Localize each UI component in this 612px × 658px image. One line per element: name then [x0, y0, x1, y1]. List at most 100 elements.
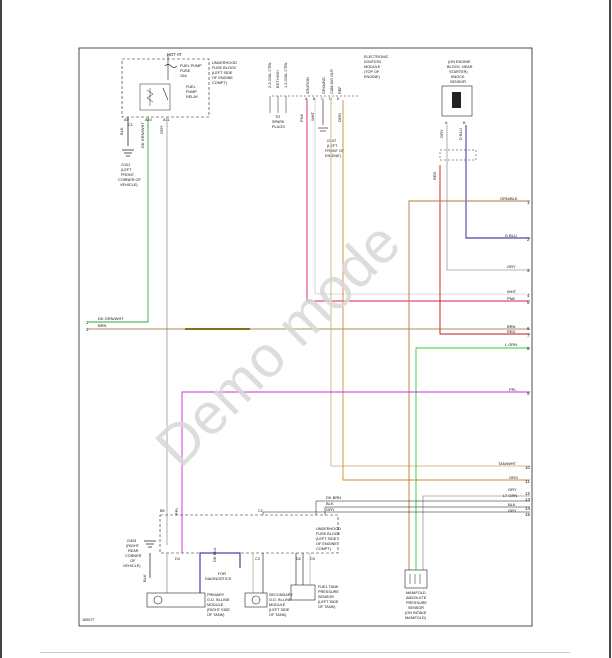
viewer-left-border [0, 0, 2, 658]
wire-tan-wht [330, 100, 530, 467]
fuel-tank-line-4: (LEFT SIDE [318, 600, 339, 604]
right-wire-pin-12: 12 [525, 491, 530, 496]
right-wire-label-15: GRY [508, 508, 517, 513]
primary-module-box [146, 592, 206, 608]
fuse-block-line-4: OF ENGINE [212, 76, 233, 80]
wire-tag-pnk: PNK [299, 113, 304, 122]
fuel-pump-fuse-line-3: 10A [180, 74, 187, 78]
ignition-module-line-2: IGNITION [364, 60, 381, 64]
map-line-2: ABSOLUTE [406, 596, 427, 600]
ignition-output-1: 2-3 COIL CTRL [268, 62, 272, 88]
diagnostics-line-1: FOR [218, 572, 226, 576]
wire-tag-wht: WHT [310, 111, 315, 121]
right-wire-label-5: PNK [507, 296, 516, 301]
wire-tag-blk-top: BLK [119, 127, 124, 135]
fuse-symbol [164, 64, 178, 68]
g101-line-2: (LEFT [121, 168, 132, 172]
g101-line-4: CORNER OF [118, 178, 141, 182]
left-connector-pin-2: 2 [86, 327, 89, 332]
ground-g101-icon [122, 149, 134, 157]
map-line-6: MANIFOLD) [405, 616, 427, 620]
right-wire-label-11: ORG [509, 475, 518, 480]
g101-line-5: VEHICLE) [120, 183, 138, 187]
underhood-fuse-block-bottom: UNDERHOOD FUSE BLOCK (LEFT SIDE OF ENGIN… [159, 509, 341, 561]
pin-a9: A9 [124, 118, 129, 122]
knock-sensor-line-1: (ON ENGINE [448, 60, 471, 64]
fuel-tank-pressure-sensor: FUEL TANK PRESSURE SENSOR (LEFT SIDE OF … [290, 553, 339, 609]
right-wire-label-1: ORN/BLK [500, 196, 518, 201]
fuel-tank-line-1: FUEL TANK [318, 585, 339, 589]
right-wire-pin-13: 13 [525, 497, 530, 502]
wire-dk-brn [315, 500, 530, 515]
wire-gry-map [422, 495, 530, 570]
knock-sensor-line-2: BLOCK, NEAR [447, 65, 473, 69]
ign-pin-c: C [321, 97, 324, 101]
primary-line-3: MODULE [207, 603, 224, 607]
map-line-5: (ON INTAKE [405, 611, 427, 615]
right-wire-pin-8: 8 [527, 346, 530, 351]
g403-line-3: REAR [128, 549, 139, 553]
right-wire-pin-10: 10 [525, 465, 530, 470]
ignition-pin-ref: REF [338, 86, 342, 94]
wire-l-grn [415, 347, 530, 570]
right-wire-label-9: PPL [509, 387, 517, 392]
wire-tag-ppl: PPL [174, 507, 179, 515]
right-wire-label-12: GRY [508, 487, 517, 492]
primary-line-1: PRIMARY [207, 593, 225, 597]
g403-line-1: G403 [127, 539, 136, 543]
right-wire-pin-4: 4 [527, 293, 530, 298]
fuel-pump-relay-line-3: RELAY [186, 95, 199, 99]
bottom-pin-c3: C3 [255, 557, 260, 561]
wire-tag-dk-blu: DK BLU [212, 547, 217, 562]
right-wire-label-14: BLK [508, 502, 516, 507]
g107-line-4: ENGINE) [325, 154, 342, 158]
hot-at-label: HOT AT [167, 52, 182, 57]
primary-motor-icon [153, 595, 163, 605]
right-wire-pin-5: 5 [527, 300, 530, 305]
right-wire-pin-15: 15 [525, 512, 530, 517]
g403-line-5: OF [130, 559, 136, 563]
fuel-tank-line-3: SENSOR [318, 595, 334, 599]
bottom-pin-d3: D3 [310, 557, 315, 561]
underhood-fuse-block-top: HOT AT UNDERHOOD FUSE BLOCK (LEFT SIDE O… [121, 52, 237, 127]
wire-orn-blk [408, 200, 530, 570]
bottom-fuse-line-5: COMPT) [316, 547, 332, 551]
map-line-3: PRESSURE [406, 601, 427, 605]
diagram-border [78, 47, 533, 627]
left-connector-label-2: BRN [98, 323, 107, 328]
wire-ppl [181, 391, 530, 553]
secondary-module-box [244, 592, 268, 608]
wire-tag-gry-15: GRY [326, 507, 335, 512]
right-wire-label-8: L GRN [505, 342, 517, 347]
ignition-pin-cam: CAM SIG OUT [330, 68, 334, 94]
fuel-tank-sensor-box [290, 584, 316, 601]
left-connector-label-1: DK GRN/WHT [98, 316, 124, 321]
wire-tag-gry-knock: GRY [439, 129, 444, 138]
knock-pin-a: A [445, 121, 448, 125]
g403-line-4: CORNER [125, 554, 142, 558]
ground-g403-icon [144, 540, 156, 548]
to-spark-plugs-3: PLUGS [272, 125, 285, 129]
ign-pin-d: D [329, 97, 332, 101]
fuse-block-line-5: COMPT) [212, 81, 228, 85]
fuse-block-line-2: FUSE BLOCK [212, 66, 237, 70]
g107-line-3: FRONT OF [325, 149, 345, 153]
wire-tag-red: RED [432, 171, 437, 180]
wire-tag-gry-top: GRY [159, 125, 164, 134]
ign-pin-e: E [337, 97, 340, 101]
secondary-line-3: MODULE [269, 603, 286, 607]
relay-coil-symbol [146, 88, 154, 106]
right-wire-label-7: RED [507, 329, 516, 334]
map-sensor-box [404, 569, 428, 589]
fuel-tank-line-2: PRESSURE [318, 590, 339, 594]
wire-org [342, 100, 530, 481]
ignition-module-line-1: ELECTRONIC [364, 55, 389, 59]
wire-tag-blk-14: BLK [326, 501, 334, 506]
ign-pin-b: B [313, 97, 316, 101]
ignition-output-2: EST HIGH [276, 70, 280, 88]
wire-d-blu [465, 125, 530, 239]
to-spark-plugs-1: TO [275, 115, 280, 119]
ignition-module-line-4: (TOP OF [364, 70, 380, 74]
viewer-right-border [609, 0, 611, 658]
